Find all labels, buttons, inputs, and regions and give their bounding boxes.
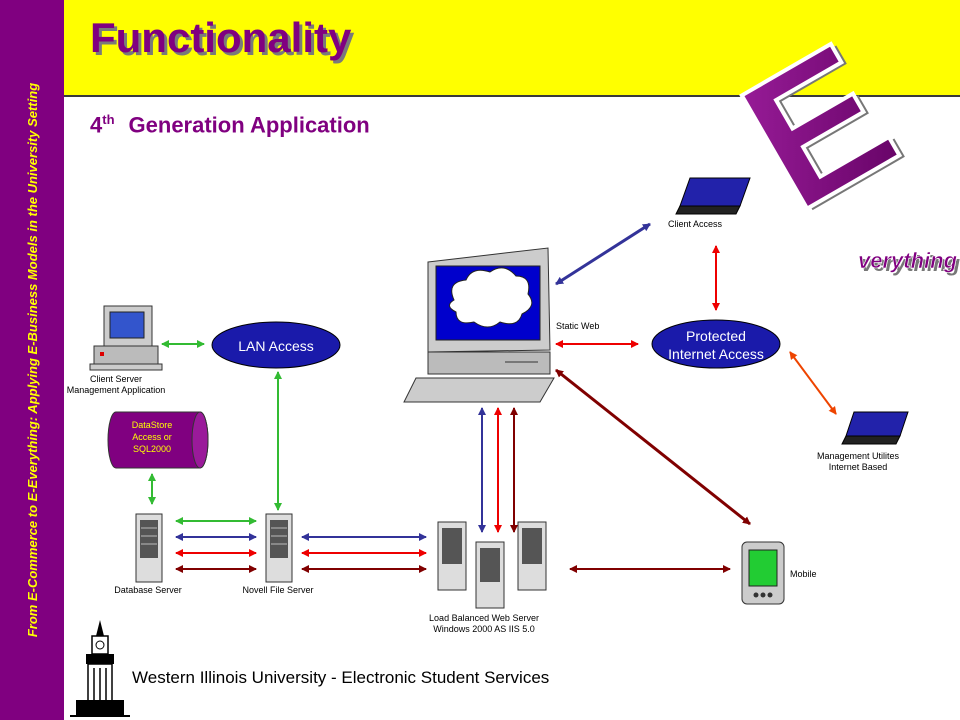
- client-server-label-line1: Client Server: [90, 374, 142, 384]
- logo-word: verything: [858, 248, 958, 273]
- everything-logo: E E verything verything: [709, 2, 960, 276]
- load-balanced-label-line2: Windows 2000 AS IIS 5.0: [433, 624, 535, 634]
- cloud-icon: [449, 267, 533, 328]
- static-web-computer: Static Web: [403, 247, 599, 403]
- load-balanced-servers: Load Balanced Web Server Windows 2000 AS…: [429, 521, 547, 634]
- load-balanced-label-line1: Load Balanced Web Server: [429, 613, 539, 623]
- datastore-label-line2: Access or: [132, 432, 172, 442]
- header-rule: [64, 95, 960, 97]
- protected-label-line2: Internet Access: [668, 346, 764, 362]
- mobile-label: Mobile: [790, 569, 817, 579]
- arrow-protected-mgmt: [789, 351, 837, 415]
- protected-internet-access-node: Protected Internet Access: [651, 319, 781, 369]
- keyboard: [403, 377, 555, 403]
- mobile-pda: Mobile: [741, 541, 817, 605]
- datastore-label-line3: SQL2000: [133, 444, 171, 454]
- slide-title: Functionality: [90, 14, 352, 61]
- subtitle-superscript: th: [102, 112, 115, 127]
- database-server-tower: Database Server: [114, 513, 182, 595]
- client-access-laptop: Client Access: [668, 177, 751, 229]
- novell-server-label: Novell File Server: [242, 585, 313, 595]
- datastore-cylinder: DataStore Access or SQL2000: [107, 411, 209, 469]
- novell-server-tower: Novell File Server: [242, 513, 314, 595]
- client-server-pc: Client Server Management Application: [67, 305, 166, 395]
- client-server-label-line2: Management Application: [67, 385, 166, 395]
- management-laptop: Management Utilites Internet Based: [817, 411, 909, 472]
- connectors: [148, 222, 837, 573]
- arrow-static-client: [555, 222, 651, 286]
- logo-word-shadow: verything: [861, 251, 960, 276]
- management-label-line2: Internet Based: [829, 462, 888, 472]
- footer-text: Western Illinois University - Electronic…: [132, 668, 550, 687]
- client-access-label: Client Access: [668, 219, 723, 229]
- management-label-line1: Management Utilites: [817, 451, 900, 461]
- subtitle-main: Generation Application: [128, 112, 370, 138]
- static-web-label: Static Web: [556, 321, 599, 331]
- header-band: [64, 0, 960, 96]
- datastore-label-line1: DataStore: [132, 420, 173, 430]
- lan-access-node: LAN Access: [211, 321, 341, 369]
- slide-subtitle: 4th Generation Application: [90, 112, 370, 138]
- sidebar-band: From E-Commerce to E-Everything: Applyin…: [0, 0, 64, 720]
- subtitle-prefix: 4: [90, 112, 103, 138]
- arrow-static-mobile: [555, 368, 751, 526]
- protected-label-line1: Protected: [686, 328, 746, 344]
- database-server-label: Database Server: [114, 585, 182, 595]
- lan-access-label: LAN Access: [238, 338, 313, 354]
- clock-tower-logo: [70, 620, 130, 717]
